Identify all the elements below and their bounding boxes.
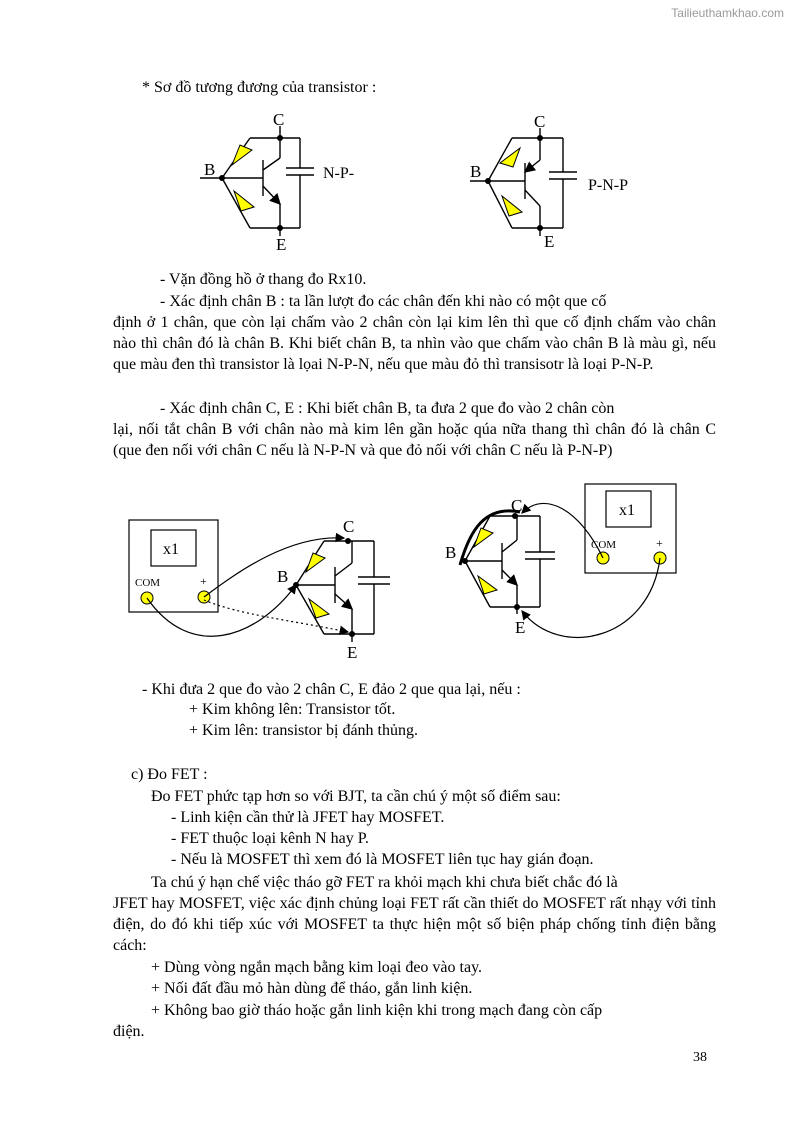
npn-e-label: E <box>276 235 286 254</box>
measurement-figure: x1 COM + C B E x1 COM + <box>128 483 677 662</box>
fet-measure-1: + Dùng vòng ngắn mạch bằng kim loại đeo … <box>151 959 483 976</box>
right-probe-plus-lead <box>521 557 661 638</box>
fet-intro: Đo FET phức tạp hơn so với BJT, ta cần c… <box>151 788 561 805</box>
pnp-type-label: P-N-P <box>588 177 628 194</box>
fet-paragraph-first: Ta chú ý hạn chế việc tháo gỡ FET ra khỏ… <box>151 874 618 891</box>
right-com-label: COM <box>591 539 616 551</box>
fet-measure-3: + Không bao giờ tháo hoặc gắn linh kiện … <box>113 1000 716 1042</box>
page-number: 38 <box>693 1050 707 1065</box>
right-e-label: E <box>515 618 525 637</box>
left-plus-label: + <box>200 574 207 588</box>
diode-icon <box>304 552 327 574</box>
diode-icon <box>498 146 522 168</box>
left-b-label: B <box>277 567 288 586</box>
right-plus-label: + <box>656 536 663 550</box>
left-meter-scale: x1 <box>163 541 179 558</box>
fet-measure-3-rest: điện. <box>113 1023 145 1040</box>
right-meter-display <box>605 490 652 528</box>
left-transistor-diagram <box>295 540 390 642</box>
swap-intro: - Khi đưa 2 que đo vào 2 chân C, E đảo 2… <box>142 681 521 698</box>
diode-icon <box>477 574 499 595</box>
step-range: - Vặn đồng hồ ở thang đo Rx10. <box>160 271 367 288</box>
pnp-e-label: E <box>544 232 554 251</box>
left-meter-display <box>150 529 197 567</box>
fet-paragraph: Ta chú ý hạn chế việc tháo gỡ FET ra khỏ… <box>113 872 716 956</box>
right-probe-com-lead <box>521 502 604 559</box>
right-b-label: B <box>445 543 456 562</box>
left-probe-dotted-lead <box>203 599 350 635</box>
paragraph-find-base-first: - Xác định chân B : ta lần lượt đo các c… <box>160 293 607 310</box>
left-c-label: C <box>343 517 354 536</box>
paragraph-find-ce: - Xác định chân C, E : Khi biết chân B, … <box>113 398 716 461</box>
fet-bullet-3: - Nếu là MOSFET thì xem đó là MOSFET liê… <box>171 851 594 868</box>
right-transistor-diagram <box>464 515 555 614</box>
pnp-c-label: C <box>534 112 545 131</box>
diode-icon <box>307 597 331 619</box>
watermark: Tailieuthamkhao.com <box>671 6 784 20</box>
npn-equivalent-diagram <box>200 126 314 236</box>
equivalent-circuit-figure: C B E N-P- C B E P-N-P <box>200 110 628 254</box>
fet-bullet-1: - Linh kiện cần thử là JFET hay MOSFET. <box>171 809 445 826</box>
diode-icon <box>230 144 253 167</box>
paragraph-find-base-rest: định ở 1 chân, que còn lại chấm vào 2 ch… <box>113 314 716 373</box>
npn-type-label: N-P- <box>323 165 354 182</box>
npn-b-label: B <box>204 160 215 179</box>
left-e-label: E <box>347 643 357 662</box>
fet-measure-3-first: + Không bao giờ tháo hoặc gắn linh kiện … <box>151 1002 603 1019</box>
paragraph-find-ce-rest: lại, nối tắt chân B với chân nào mà kim … <box>113 421 716 459</box>
fet-bullet-2: - FET thuộc loại kênh N hay P. <box>171 830 369 847</box>
left-com-label: COM <box>135 577 160 589</box>
left-probe-red-lead <box>203 532 346 598</box>
diode-icon <box>500 194 524 217</box>
equivalent-circuit-heading: * Sơ đồ tương đương của transistor : <box>142 79 377 96</box>
pnp-b-label: B <box>470 162 481 181</box>
swap-bad: + Kim lên: transistor bị đánh thủng. <box>189 722 418 739</box>
fet-heading: c) Đo FET : <box>131 766 208 783</box>
left-multimeter <box>128 519 219 613</box>
left-probe-black-lead <box>146 584 297 637</box>
diode-icon <box>232 189 256 212</box>
swap-ok: + Kim không lên: Transistor tốt. <box>189 701 396 718</box>
right-meter-scale: x1 <box>619 502 635 519</box>
paragraph-find-ce-first: - Xác định chân C, E : Khi biết chân B, … <box>160 400 615 417</box>
paragraph-find-base: - Xác định chân B : ta lần lượt đo các c… <box>113 291 716 375</box>
diode-icon <box>472 527 495 549</box>
right-c-label: C <box>511 496 522 515</box>
fet-paragraph-rest: JFET hay MOSFET, việc xác định chủng loạ… <box>113 895 716 954</box>
fet-measure-2: + Nối đất đầu mỏ hàn dùng để tháo, gắn l… <box>151 980 473 997</box>
npn-c-label: C <box>273 110 284 129</box>
right-base-jumper <box>458 509 521 566</box>
